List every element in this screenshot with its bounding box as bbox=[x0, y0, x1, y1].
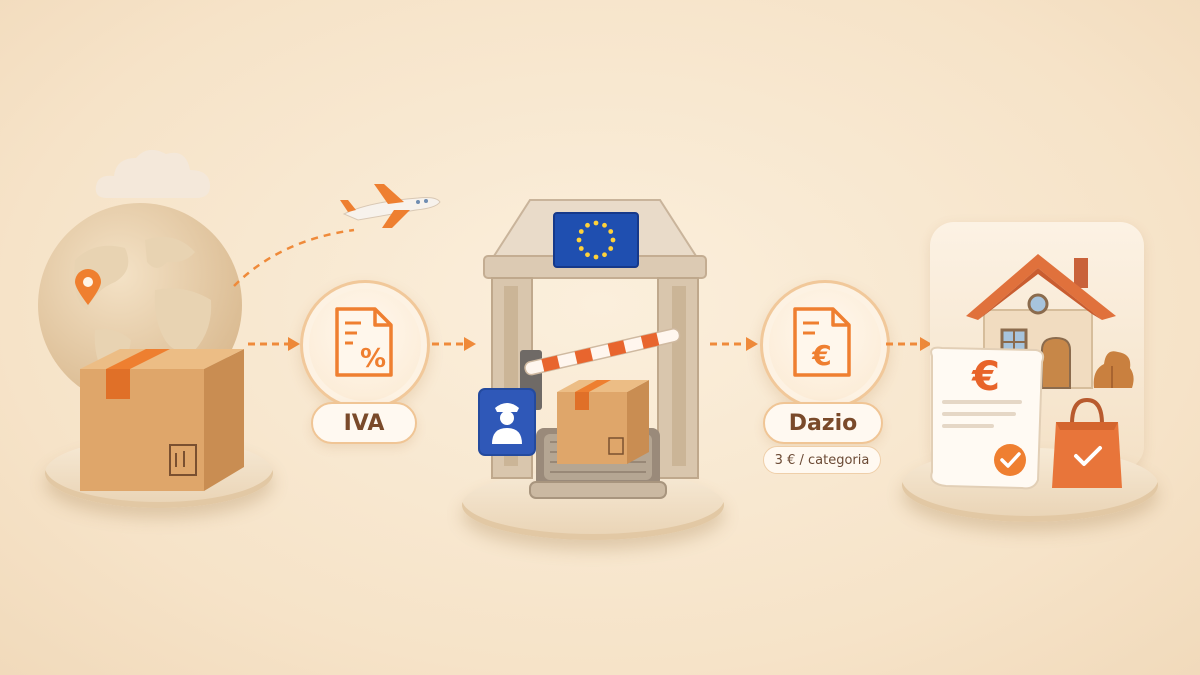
euro-document-icon: € bbox=[793, 307, 851, 377]
duty-label: Dazio bbox=[763, 402, 883, 444]
percent-document-icon: % bbox=[335, 307, 393, 377]
eu-flag-icon bbox=[553, 212, 639, 268]
vat-label: IVA bbox=[311, 402, 417, 444]
arrow-3 bbox=[710, 337, 758, 351]
airplane-icon bbox=[340, 184, 441, 228]
cloud-icon bbox=[95, 149, 210, 198]
eu-star bbox=[602, 222, 607, 228]
eu-star bbox=[610, 237, 616, 243]
eu-star bbox=[585, 252, 590, 258]
eu-star bbox=[578, 246, 584, 251]
arrow-4 bbox=[886, 337, 932, 351]
vat-doc-symbol: % bbox=[360, 344, 386, 374]
location-pin-icon bbox=[75, 269, 101, 305]
eu-star bbox=[602, 252, 607, 258]
receipt-symbol: € bbox=[971, 354, 1000, 400]
shopping-bag-icon bbox=[1052, 397, 1122, 488]
duty-note: 3 € / categoria bbox=[763, 446, 881, 474]
flight-path bbox=[233, 228, 355, 287]
receipt-icon: € bbox=[930, 346, 1045, 490]
eu-star bbox=[593, 254, 599, 260]
eu-star bbox=[585, 222, 590, 228]
package-box-icon bbox=[80, 349, 244, 491]
duty-badge bbox=[760, 280, 890, 410]
arrow-1 bbox=[248, 337, 300, 351]
customs-officer-icon bbox=[478, 388, 536, 456]
duty-doc-symbol: € bbox=[811, 339, 831, 372]
eu-star bbox=[608, 246, 614, 251]
eu-star bbox=[576, 237, 582, 243]
eu-star bbox=[593, 220, 599, 226]
barrier-arm bbox=[524, 328, 681, 376]
arrow-2 bbox=[432, 337, 476, 351]
bush-icon bbox=[1093, 351, 1134, 388]
package-box-icon bbox=[557, 380, 649, 464]
eu-star bbox=[578, 229, 584, 234]
eu-star bbox=[608, 229, 614, 234]
